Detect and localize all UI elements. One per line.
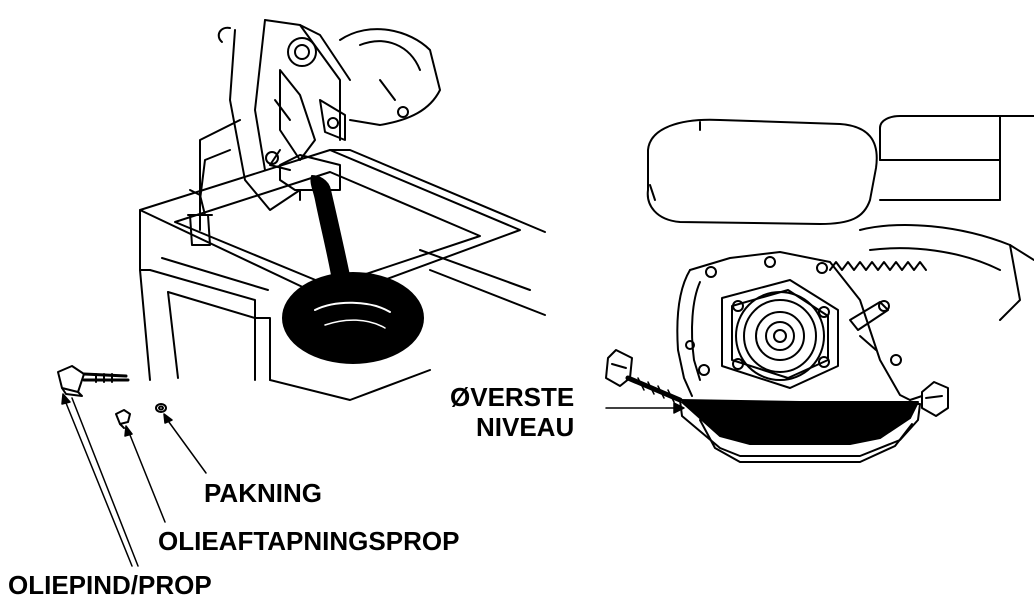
leader-lines-left <box>61 393 207 567</box>
drain-leader <box>127 429 166 523</box>
label-pakning: PAKNING <box>204 478 322 508</box>
drain-plug-icon <box>115 409 131 429</box>
engine-side-illustration <box>605 115 1034 463</box>
label-upper-level-line2: NIVEAU <box>476 412 575 442</box>
drain-arrowhead <box>124 425 133 437</box>
dipstick-leader-2 <box>71 397 139 567</box>
pakning-leader <box>165 417 207 474</box>
level-leader <box>605 402 685 414</box>
label-upper-level-line1: ØVERSTE <box>450 382 575 412</box>
engine-drain-plug-icon <box>909 381 949 417</box>
label-upper-level: ØVERSTE NIVEAU <box>450 382 574 442</box>
label-drain-plug: OLIEAFTAPNINGSPROP <box>158 526 460 556</box>
dipstick-leader <box>63 397 133 567</box>
dipstick-arrowhead <box>61 393 71 405</box>
dipstick-icon <box>57 365 130 397</box>
loose-parts <box>57 365 167 429</box>
engine-dipstick-icon <box>605 349 683 403</box>
pakning-arrowhead <box>163 413 173 424</box>
washer-icon <box>155 403 167 413</box>
label-dipstick: OLIEPIND/PROP <box>8 570 212 600</box>
draining-engine-illustration <box>139 19 546 401</box>
